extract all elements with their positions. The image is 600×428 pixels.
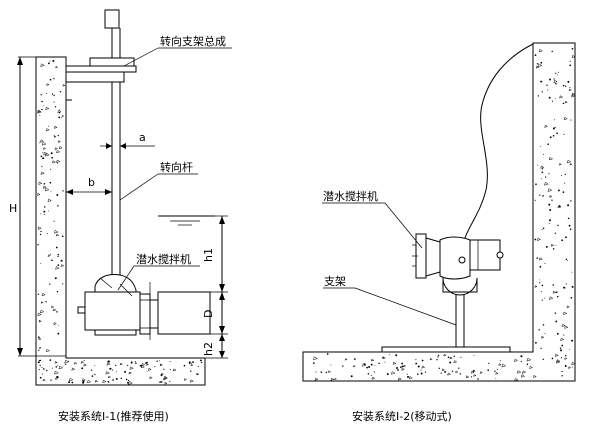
dim-D-label: D <box>202 310 215 318</box>
left-wall-texture <box>37 60 203 385</box>
mixer-left <box>77 274 211 340</box>
dim-a-label: a <box>139 131 146 144</box>
dim-a: a <box>100 131 155 149</box>
label-mixer-right: 潜水搅拌机 <box>323 189 378 203</box>
base-plate <box>381 346 511 353</box>
callout-mixer-left: 潜水搅拌机 <box>117 252 200 291</box>
callout-steering-rod: 转向杆 <box>119 160 198 201</box>
diagram-left: H a b <box>9 9 232 423</box>
diagram-right: 潜水搅拌机 支架 安装系统Ⅰ-2(移动式) <box>302 42 576 423</box>
support-post <box>442 277 478 347</box>
dim-b: b <box>66 176 112 195</box>
caption-left: 安装系统Ⅰ-1(推荐使用) <box>58 409 169 423</box>
callout-support-assembly: 转向支架总成 <box>123 34 232 67</box>
power-cable <box>461 43 534 249</box>
label-bracket: 支架 <box>324 275 346 288</box>
dim-b-label: b <box>88 176 95 189</box>
dim-H-label: H <box>9 202 17 215</box>
label-mixer-left: 潜水搅拌机 <box>136 252 191 266</box>
water-level-marker <box>158 215 215 226</box>
steering-rod <box>104 9 121 285</box>
support-assembly <box>65 57 137 101</box>
caption-right: 安装系统Ⅰ-2(移动式) <box>352 409 452 423</box>
right-wall-texture <box>312 47 576 382</box>
dim-h2-label: h2 <box>202 342 215 356</box>
label-support-assembly: 转向支架总成 <box>160 34 226 48</box>
dim-H: H <box>9 56 66 357</box>
callout-mixer-right: 潜水搅拌机 <box>322 189 423 249</box>
right-concrete-wall <box>302 42 576 382</box>
label-steering-rod: 转向杆 <box>160 160 193 174</box>
dim-h2: h2 <box>202 334 228 359</box>
dim-h1-label: h1 <box>202 248 215 262</box>
callout-bracket: 支架 <box>323 275 457 326</box>
mixer-right <box>412 233 504 280</box>
dim-h1: h1 <box>202 215 228 293</box>
dim-D: D <box>202 292 228 335</box>
